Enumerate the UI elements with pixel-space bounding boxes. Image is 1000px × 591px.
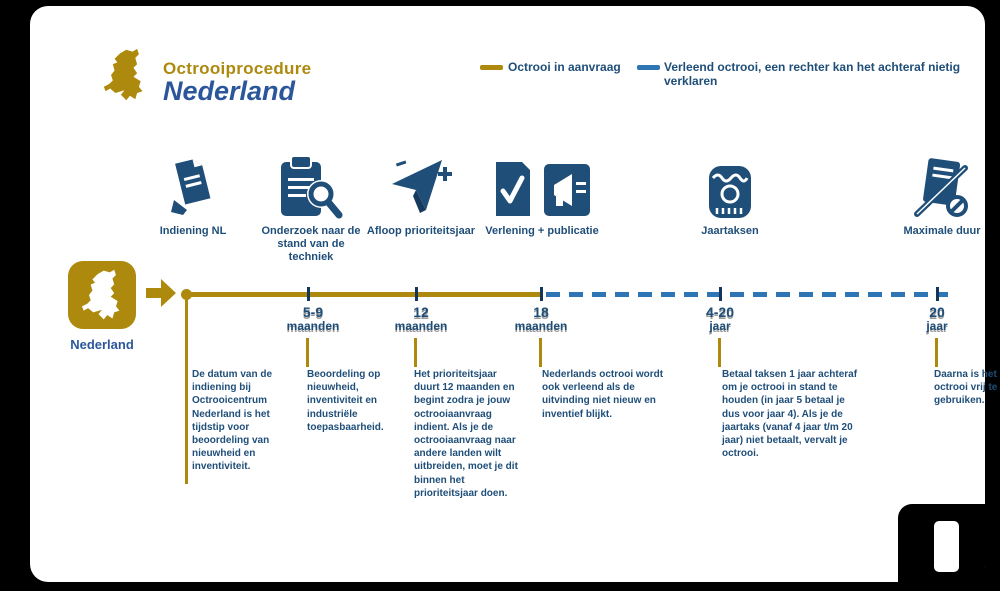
step-label: Afloop prioriteitsjaar bbox=[366, 225, 476, 237]
connector-line bbox=[185, 298, 188, 484]
document-submit-icon bbox=[138, 146, 248, 220]
connector-line bbox=[935, 338, 938, 367]
connector-line bbox=[306, 338, 309, 367]
content-card: Octrooiprocedure Nederland Octrooi in aa… bbox=[30, 6, 997, 582]
step-label: Indiening NL bbox=[159, 225, 227, 237]
step-maximale-duur: Maximale duur bbox=[887, 146, 997, 238]
timeline-blue-dashed-segment bbox=[546, 292, 948, 297]
timeline-tick bbox=[540, 287, 543, 301]
step-label: Jaartaksen bbox=[701, 225, 759, 237]
seal-icon bbox=[675, 146, 785, 220]
step-jaartaksen: Jaartaksen bbox=[675, 146, 785, 238]
legend-gold-dash-icon bbox=[480, 65, 503, 70]
legend-blue-dash-icon bbox=[637, 65, 660, 70]
check-megaphone-icon bbox=[482, 146, 602, 220]
connector-line bbox=[414, 338, 417, 367]
step-description: Nederlands octrooi wordt ook verleend al… bbox=[542, 369, 664, 420]
step-description: Daarna is het octrooi vrij te gebruiken. bbox=[934, 369, 998, 407]
step-label: Maximale duur bbox=[903, 225, 981, 237]
logo-corner bbox=[898, 504, 985, 582]
timeline-tick bbox=[936, 287, 939, 301]
arrow-right-icon bbox=[146, 279, 176, 312]
page-title-line2: Nederland bbox=[163, 76, 296, 106]
netherlands-badge bbox=[68, 261, 136, 329]
connector-line bbox=[539, 338, 542, 367]
netherlands-map-icon bbox=[81, 269, 120, 320]
timeline-tick bbox=[719, 287, 722, 301]
step-onderzoek: Onderzoek naar de stand van de techniek bbox=[256, 146, 366, 265]
legend-item-aanvraag: Octrooi in aanvraag bbox=[508, 60, 621, 74]
step-description: De datum van de indiening bij Octrooicen… bbox=[192, 369, 273, 473]
timeline-gold-segment bbox=[188, 292, 542, 297]
step-prioriteitsjaar: Afloop prioriteitsjaar bbox=[366, 146, 476, 238]
step-label: Onderzoek naar de stand van de techniek bbox=[261, 225, 361, 264]
timeline-start-dot bbox=[181, 289, 192, 300]
step-label: Verlening + publicatie bbox=[485, 225, 599, 237]
connector-line bbox=[718, 338, 721, 367]
step-verlening: Verlening + publicatie bbox=[482, 146, 602, 238]
clipboard-magnifier-icon bbox=[256, 146, 366, 220]
timeline-tick bbox=[307, 287, 310, 301]
document-pen-icon bbox=[887, 146, 997, 220]
paper-plane-plus-icon bbox=[366, 146, 476, 220]
step-description: Betaal taksen 1 jaar achteraf om je octr… bbox=[722, 369, 858, 460]
step-description: Beoordeling op nieuwheid, inventiviteit … bbox=[307, 369, 384, 433]
page-title-line1: Octrooiprocedure bbox=[163, 59, 312, 78]
netherlands-map-icon bbox=[102, 46, 147, 109]
rijksoverheid-logo bbox=[934, 521, 959, 572]
timeline-tick bbox=[415, 287, 418, 301]
step-indiening: Indiening NL bbox=[138, 146, 248, 238]
legend-item-verleend: Verleend octrooi, een rechter kan het ac… bbox=[664, 60, 961, 88]
step-description: Het prioriteitsjaar duurt 12 maanden en … bbox=[414, 369, 518, 499]
start-label: Nederland bbox=[70, 337, 134, 352]
